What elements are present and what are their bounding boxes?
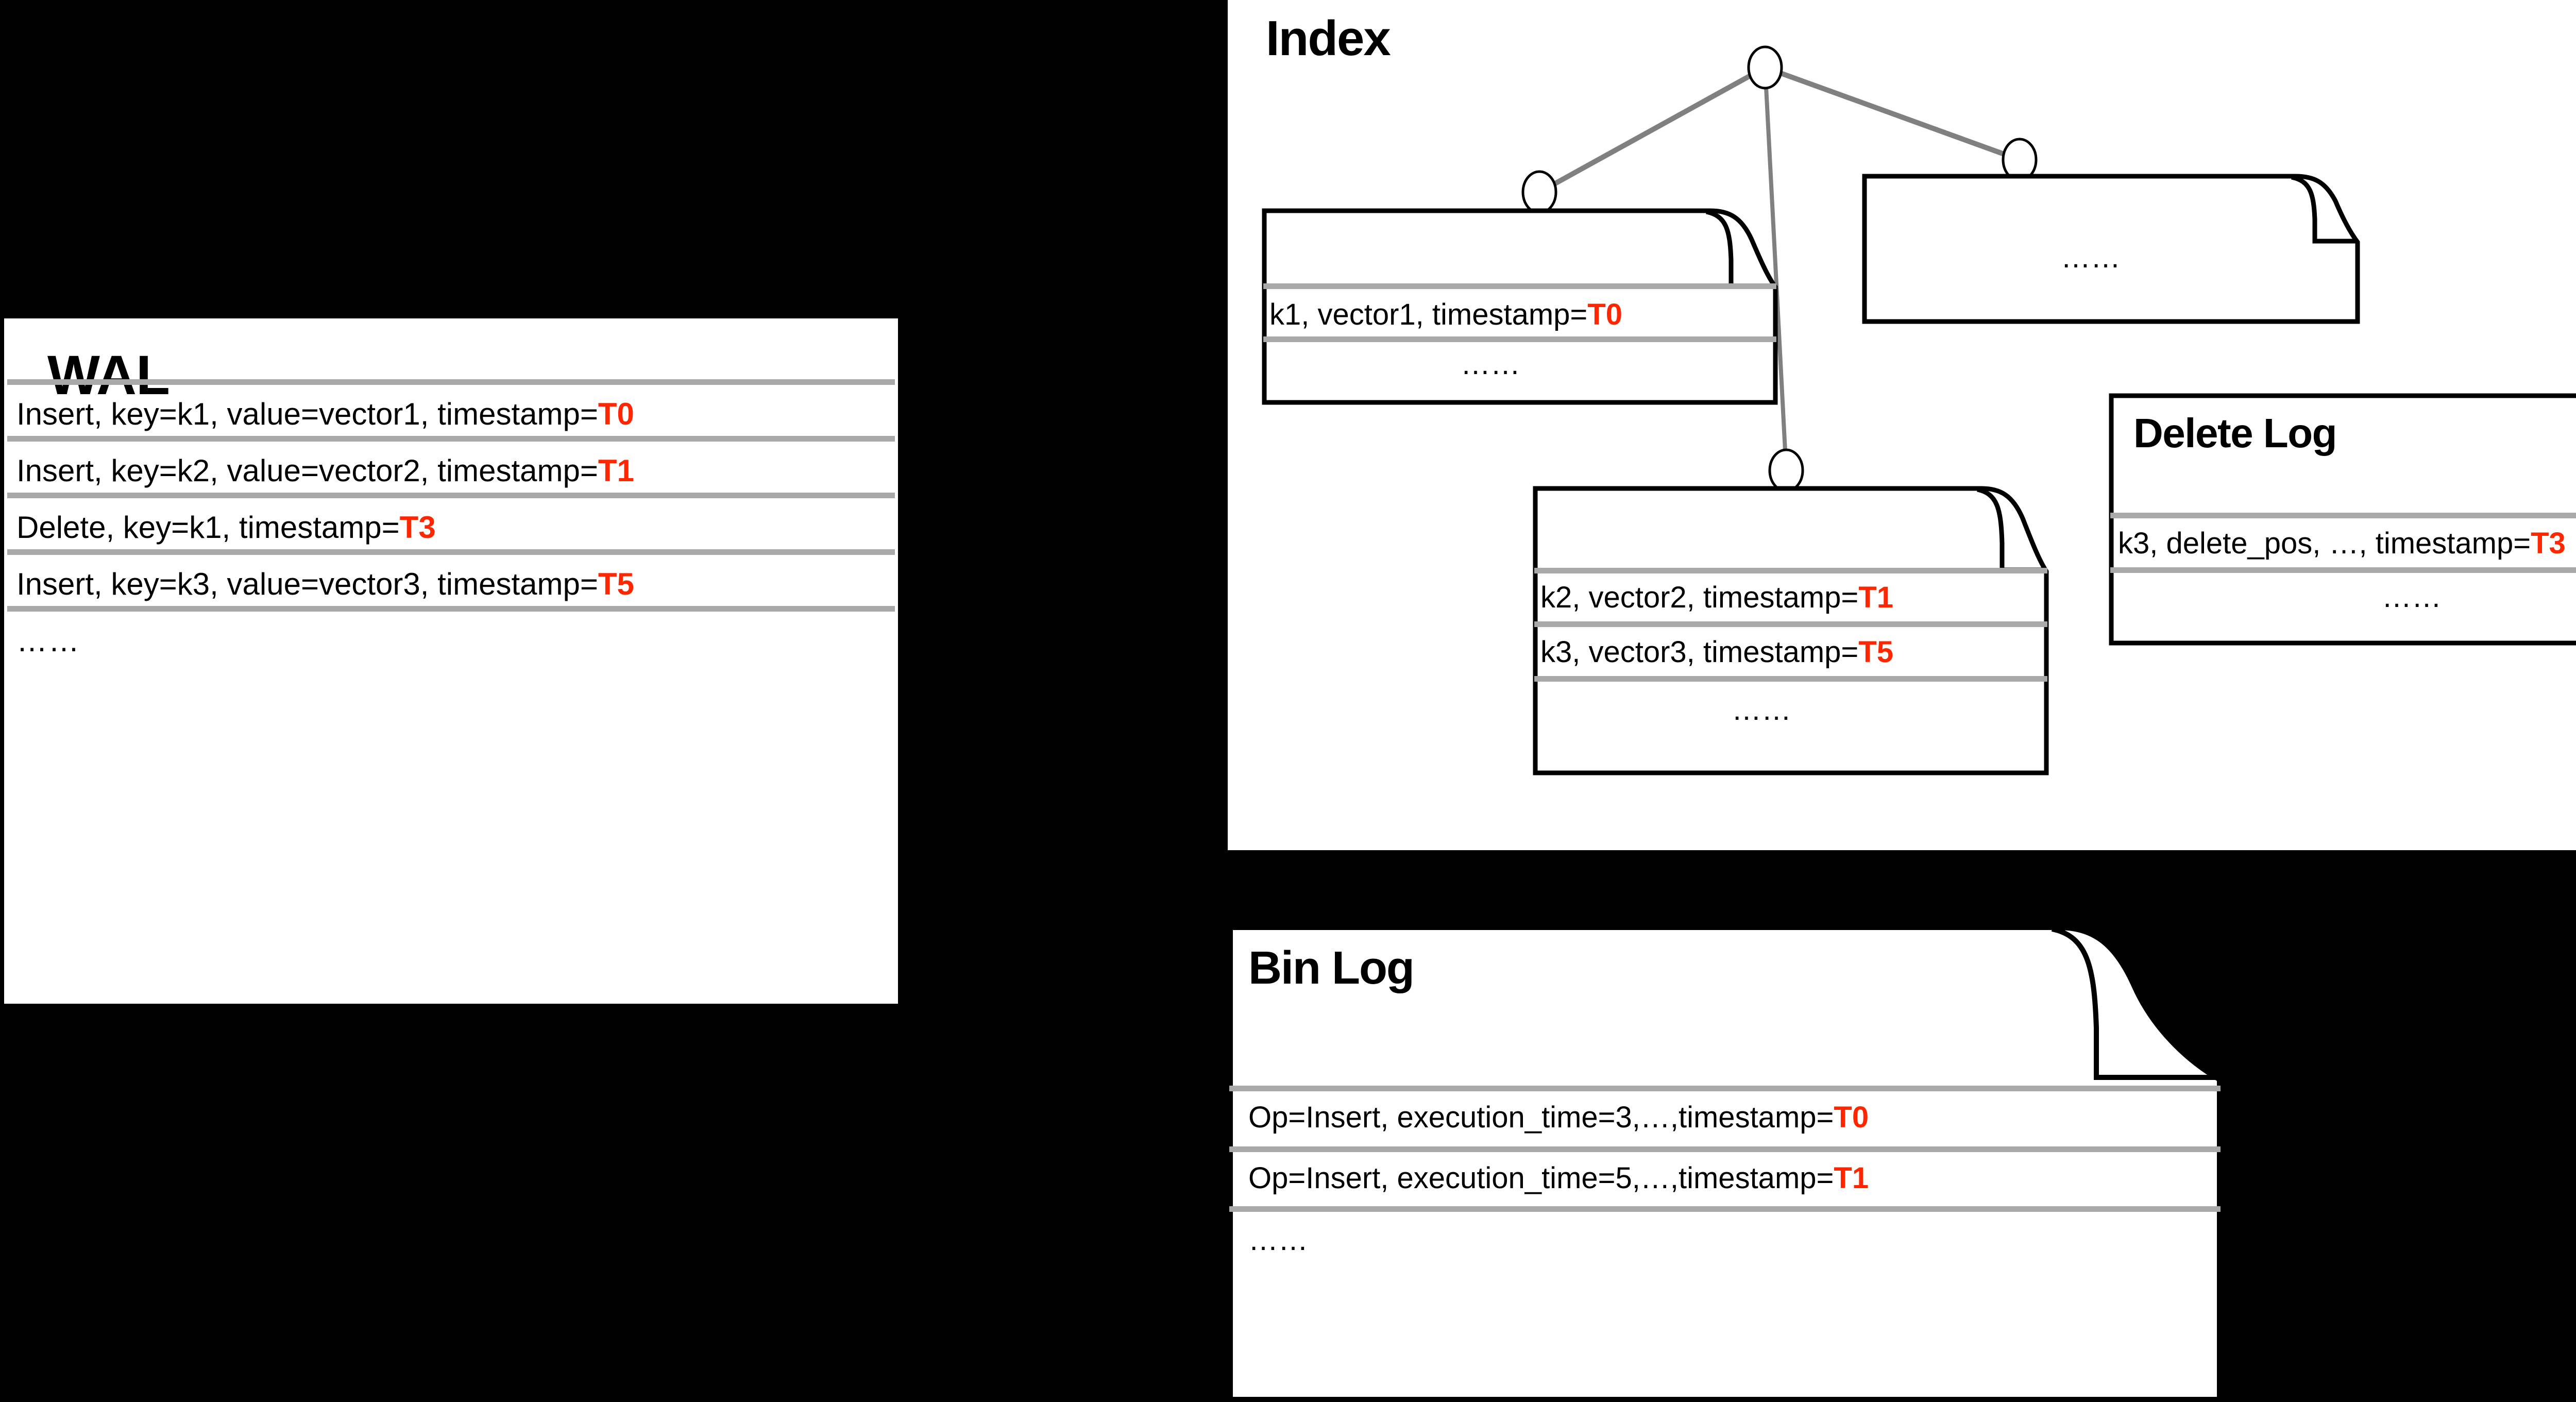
wal-title: WAL (47, 344, 170, 406)
document-shape (1228, 925, 2222, 1402)
bin-log-separator (1229, 1086, 2221, 1091)
segment-separator (1534, 676, 2047, 682)
wal-row-2: Delete, key=k1, timestamp=T3 (16, 510, 436, 545)
bin-log-row-0-text: Op=Insert, execution_time=3,…,timestamp= (1248, 1101, 1834, 1134)
page-fold-icon (1706, 212, 1775, 286)
document-shape (1862, 174, 2360, 324)
document-shape (1533, 486, 2048, 775)
wal-panel: WAL Insert, key=k1, value=vector1, times… (4, 318, 898, 1004)
segment-k2k3-row-0-timestamp: T1 (1858, 581, 1893, 614)
index-title: Index (1266, 11, 1391, 66)
wal-separator (7, 549, 895, 555)
bin-log-row-0-timestamp: T0 (1834, 1101, 1869, 1134)
wal-ellipsis: …… (16, 623, 80, 658)
bin-log-row-1-timestamp: T1 (1834, 1161, 1869, 1195)
delete-log-row-0-timestamp: T3 (2531, 527, 2566, 560)
page-fold-icon (2052, 929, 2219, 1077)
segment-k2k3-row-0-text: k2, vector2, timestamp= (1540, 581, 1859, 614)
wal-row-0: Insert, key=k1, value=vector1, timestamp… (16, 396, 634, 432)
wal-row-3-timestamp: T5 (598, 567, 634, 601)
document-shape (2109, 393, 2576, 646)
delete-log-separator (2110, 567, 2576, 573)
delete-log-row-0: k3, delete_pos, …, timestamp=T3 (2118, 526, 2566, 561)
wal-row-1: Insert, key=k2, value=vector2, timestamp… (16, 453, 634, 488)
wal-separator (7, 379, 895, 385)
wal-separator (7, 493, 895, 498)
delete-log-title: Delete Log (2133, 410, 2337, 456)
delete-log-separator (2110, 513, 2576, 518)
wal-separator (7, 606, 895, 612)
wal-row-2-timestamp: T3 (399, 510, 436, 545)
segment-k1-row-0-text: k1, vector1, timestamp= (1269, 298, 1588, 331)
index-segment-k2-k3[interactable]: k2, vector2, timestamp=T1 k3, vector3, t… (1533, 486, 2048, 775)
wal-separator (7, 436, 895, 442)
bin-log-ellipsis: …… (1248, 1223, 1308, 1257)
bin-log-title: Bin Log (1248, 942, 1415, 994)
segment-k2k3-row-0: k2, vector2, timestamp=T1 (1540, 580, 1893, 615)
wal-row-3: Insert, key=k3, value=vector3, timestamp… (16, 566, 634, 602)
wal-row-1-timestamp: T1 (598, 453, 634, 488)
segment-k1-row-0: k1, vector1, timestamp=T0 (1269, 297, 1622, 332)
page-fold-icon (1977, 489, 2046, 570)
segment-separator (1534, 621, 2047, 627)
segment-k2k3-row-1: k3, vector3, timestamp=T5 (1540, 635, 1893, 669)
delete-log-ellipsis: …… (2382, 580, 2442, 614)
wal-row-0-text: Insert, key=k1, value=vector1, timestamp… (16, 397, 598, 431)
segment-k1-ellipsis: …… (1461, 347, 1520, 381)
segment-separator (1263, 283, 1776, 289)
index-segment-k1[interactable]: k1, vector1, timestamp=T0 …… (1262, 209, 1777, 404)
segment-k2k3-row-1-timestamp: T5 (1858, 635, 1893, 669)
bin-log-row-1-text: Op=Insert, execution_time=5,…,timestamp= (1248, 1161, 1834, 1195)
bin-log-separator (1229, 1206, 2221, 1212)
segment-right-ellipsis: …… (2061, 241, 2121, 274)
wal-row-2-text: Delete, key=k1, timestamp= (16, 510, 400, 545)
wal-row-0-timestamp: T0 (598, 397, 634, 431)
wal-row-1-text: Insert, key=k2, value=vector2, timestamp… (16, 453, 598, 488)
delete-log-row-0-text: k3, delete_pos, …, timestamp= (2118, 527, 2531, 560)
segment-k2k3-ellipsis: …… (1732, 693, 1791, 727)
index-segment-right[interactable]: …… (1862, 174, 2360, 324)
wal-row-3-text: Insert, key=k3, value=vector3, timestamp… (16, 567, 598, 601)
segment-k1-row-0-timestamp: T0 (1587, 298, 1622, 331)
segment-k2k3-row-1-text: k3, vector3, timestamp= (1540, 635, 1859, 669)
segment-separator (1263, 336, 1776, 342)
bin-log-separator (1229, 1146, 2221, 1152)
bin-log-panel[interactable]: Bin Log Op=Insert, execution_time=3,…,ti… (1228, 925, 2222, 1402)
delete-log-panel[interactable]: Delete Log k3, delete_pos, …, timestamp=… (2109, 393, 2576, 646)
bin-log-row-1: Op=Insert, execution_time=5,…,timestamp=… (1248, 1161, 1869, 1195)
bin-log-row-0: Op=Insert, execution_time=3,…,timestamp=… (1248, 1100, 1869, 1135)
page-fold-icon (2292, 177, 2358, 241)
segment-separator (1534, 568, 2047, 573)
